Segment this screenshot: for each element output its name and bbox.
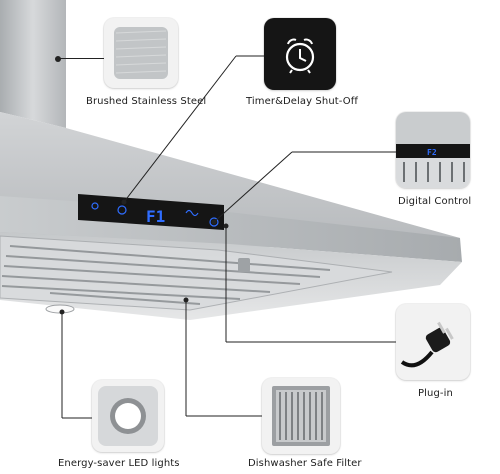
digital-thumb-display: F2 xyxy=(427,148,437,157)
caption-filter: Dishwasher Safe Filter xyxy=(248,458,362,469)
caption-brushed-stainless: Brushed Stainless Steel xyxy=(86,96,207,107)
power-plug-icon xyxy=(400,321,454,368)
control-panel-display-text: F1 xyxy=(146,207,165,226)
panel-light-icon xyxy=(91,202,99,210)
hood-chimney xyxy=(0,0,66,128)
alarm-clock-icon xyxy=(285,38,315,74)
tile-brushed-stainless xyxy=(104,18,178,88)
hood-cable-clip xyxy=(238,258,250,272)
caption-led-lights: Energy-saver LED lights xyxy=(58,458,180,469)
tile-led-light xyxy=(92,380,164,452)
brushed-steel-swatch xyxy=(114,27,168,79)
tile-timer xyxy=(264,18,336,90)
tile-filter xyxy=(262,378,340,454)
baffle-filter-icon xyxy=(272,386,330,446)
callout-line-stainless xyxy=(58,58,104,59)
panel-timer-icon xyxy=(117,205,127,215)
callout-dot-stainless xyxy=(55,56,61,62)
hood-grill xyxy=(0,235,393,311)
caption-timer: Timer&Delay Shut-Off xyxy=(246,96,358,107)
panel-power-icon xyxy=(209,217,219,227)
digital-panel-thumbnail: F2 xyxy=(396,112,470,188)
caption-digital-control: Digital Control xyxy=(398,196,472,207)
led-light-icon xyxy=(98,386,158,446)
panel-fan-icon xyxy=(185,209,199,217)
tile-plug-in xyxy=(396,304,470,380)
tile-digital-control: F2 xyxy=(396,112,470,188)
control-panel-strip xyxy=(78,194,224,230)
caption-plug-in: Plug-in xyxy=(418,388,453,399)
